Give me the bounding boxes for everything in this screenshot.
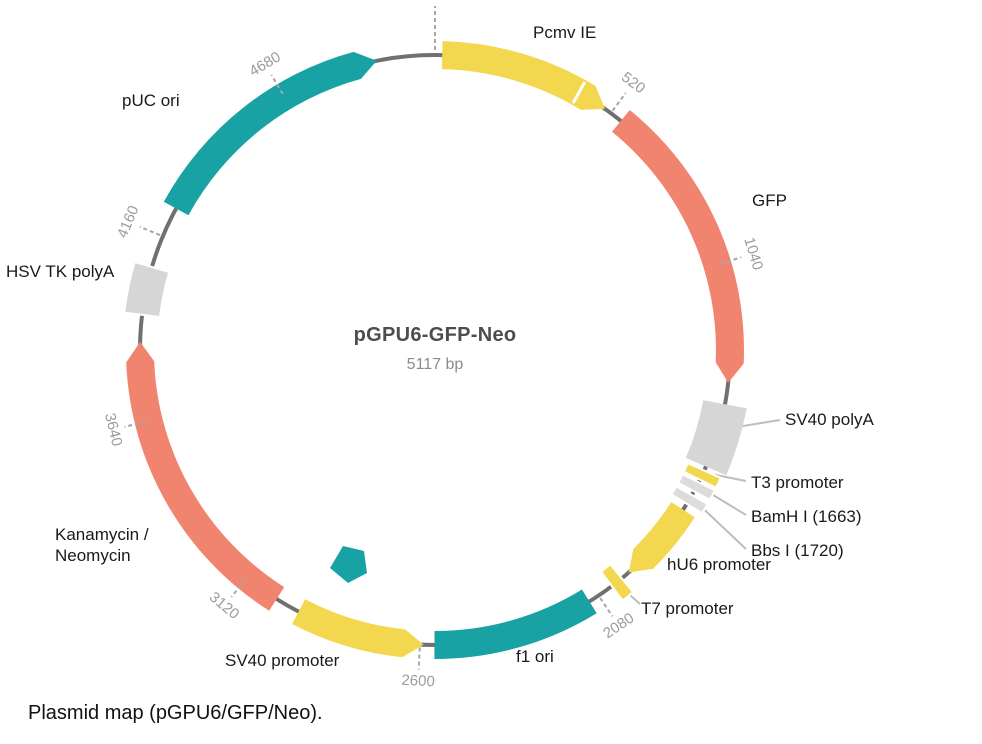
tick-520 [611,92,627,112]
feature-hu6-promoter [628,502,695,573]
feature-pcmv-ie [441,41,605,110]
feature-divider-pcmv-ie [571,81,587,104]
label-puc-ori: pUC ori [122,91,180,110]
label-hu6-promoter: hU6 promoter [667,555,771,574]
label-sv40-polya: SV40 polyA [785,410,874,429]
feature-kan-neo [126,341,285,611]
label-kanamycin-line1: Kanamycin / [55,525,149,544]
tick-4680 [270,74,284,95]
feature-t3-promoter [682,461,723,489]
feature-sv40-polya [685,400,747,476]
label-t3-promoter: T3 promoter [751,473,844,492]
feature-hsv-tk-polya [123,260,171,319]
tick-3640 [124,420,146,428]
figure-caption: Plasmid map (pGPU6/GFP/Neo). [28,702,323,724]
tick-label-1040: 1040 [740,235,766,272]
plasmid-name: pGPU6-GFP-Neo [353,324,517,346]
tick-label-4160: 4160 [114,203,143,240]
feature-gfp [612,110,745,383]
label-sv40-promoter: SV40 promoter [225,651,340,670]
feature-puc-ori [163,51,377,216]
label-kanamycin-neomycin: Kanamycin / Neomycin [55,524,149,567]
label-hsv-tk-polya: HSV TK polyA [6,262,115,281]
tick-label-4680: 4680 [246,48,283,80]
feature-bamhi [676,472,717,502]
tick-1040 [719,256,742,265]
label-t7-promoter: T7 promoter [641,599,734,618]
tick-label-2080: 2080 [600,610,637,643]
label-bbsi-site: Bbs I (1720) [751,541,844,560]
feature-sv40-promoter [292,599,424,658]
feature-t7-promoter [599,562,635,602]
label-kanamycin-line2: Neomycin [55,546,131,566]
tick-4160 [139,225,161,237]
tick-label-2600: 2600 [401,672,435,691]
tick-3120 [230,579,247,598]
tick-label-3120: 3120 [206,589,243,623]
label-f1-ori: f1 ori [516,647,554,666]
label-gfp: GFP [752,191,787,210]
tick-label-520: 520 [618,69,648,98]
tick-2600 [417,647,421,670]
label-pcmv-ie: Pcmv IE [533,23,597,42]
inner-arrow-shape [330,546,367,583]
tick-2080 [599,597,614,617]
feature-f1-ori [434,589,597,660]
label-bamhi-site: BamH I (1663) [751,507,862,526]
plasmid-size-bp: 5117 bp [406,356,464,373]
feature-bbsi [670,484,709,515]
tick-label-3640: 3640 [101,411,126,447]
